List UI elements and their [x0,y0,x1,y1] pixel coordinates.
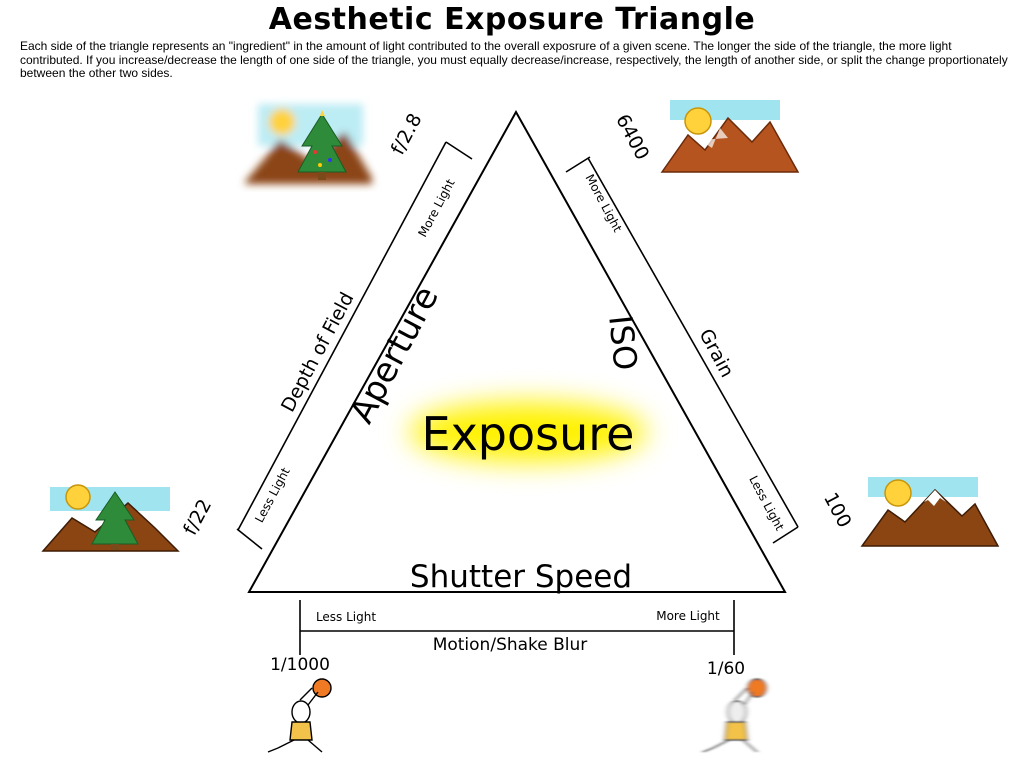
iso-less-light-label: Less Light [746,473,787,533]
motion-blur-label: Motion/Shake Blur [433,635,588,655]
iso-scale [565,156,799,544]
iso-label: ISO [601,314,645,373]
depth-of-field-label: Depth of Field [277,289,358,416]
page-title: Aesthetic Exposure Triangle [268,2,756,37]
exposure-triangle [247,109,787,593]
shutter-scale [299,600,735,655]
aperture-scale [236,141,473,550]
iso-high-value: 6400 [611,111,653,164]
shutter-fast-value: 1/1000 [270,655,330,675]
shutter-more-light-label: More Light [656,609,720,623]
exposure-label: Exposure [422,407,635,461]
description-text: Each side of the triangle represents an … [20,39,1008,80]
aperture-less-light-label: Less Light [252,465,293,525]
exposure-glow [410,402,646,462]
basketball-player-sharp-illustration [267,678,332,753]
shutter-less-light-label: Less Light [316,610,376,624]
sharp-tree-scene-illustration [41,484,180,552]
grainy-mountain-scene-illustration [660,100,800,173]
grain-label: Grain [694,325,738,381]
shutter-slow-value: 1/60 [707,659,745,679]
christmas-tree-icon [297,110,347,180]
iso-low-value: 100 [819,489,855,531]
iso-more-light-label: More Light [582,172,624,235]
basketball-player-blurred-illustration [702,678,767,753]
shutter-speed-label: Shutter Speed [410,559,632,595]
aperture-wide-value: f/2.8 [387,110,427,159]
clean-mountain-scene-illustration [860,477,1000,547]
aperture-narrow-value: f/22 [179,496,216,539]
